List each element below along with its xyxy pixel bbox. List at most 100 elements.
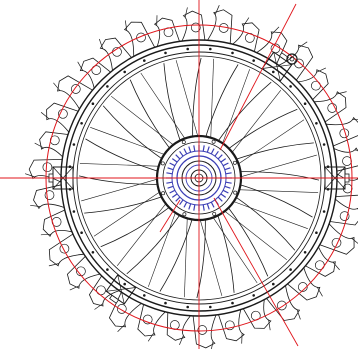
spoke-brace	[230, 90, 282, 155]
tread-edge	[48, 263, 60, 267]
tread-lug	[305, 246, 336, 277]
spoke-brace	[140, 72, 187, 141]
tread-cell	[294, 58, 304, 69]
lifting-eye	[286, 53, 298, 65]
hub-tooth	[175, 196, 181, 202]
tread-edge	[336, 91, 347, 95]
hub-tooth	[222, 162, 229, 167]
spoke-brace	[184, 216, 188, 298]
tread-lug	[33, 184, 65, 210]
tread-cell	[136, 32, 146, 43]
hub-tooth	[206, 203, 210, 210]
rim-bolt	[91, 251, 95, 254]
spoke	[129, 79, 172, 150]
tread-edge	[24, 173, 36, 178]
hub-tooth	[220, 193, 227, 198]
rim-bolt	[272, 70, 275, 74]
tread-lug	[28, 159, 63, 183]
hub-tooth	[224, 167, 231, 171]
rim-bolt	[289, 268, 292, 271]
tread-lug	[287, 267, 321, 301]
rim-bolt	[80, 231, 83, 234]
hub-tooth	[188, 146, 192, 153]
hub-bolt	[211, 139, 216, 144]
diagonal-centerline	[159, 199, 181, 233]
hub-tooth	[225, 181, 232, 184]
tread-lug	[313, 91, 347, 123]
rim-lugs	[24, 5, 358, 349]
hub-bolt	[182, 212, 187, 217]
tread-lug	[207, 9, 233, 44]
tread-cell	[91, 65, 102, 75]
spoke	[85, 138, 160, 173]
spoke-brace	[116, 201, 168, 266]
spoke	[126, 213, 182, 275]
tread-cell	[342, 156, 352, 166]
tread-lug	[192, 314, 217, 349]
spokes	[78, 57, 320, 299]
tread-lug	[79, 57, 111, 89]
diagonal-centerline	[213, 197, 299, 347]
diagonal-centerline	[219, 3, 297, 151]
tread-lug	[166, 312, 191, 341]
spoke-brace	[221, 69, 250, 146]
tread-lug	[137, 304, 166, 337]
bracket-brace	[117, 274, 125, 304]
hub-bolt	[233, 190, 238, 195]
hub-bolt	[161, 191, 166, 196]
tread-edge	[184, 7, 188, 18]
tread-edge	[354, 149, 358, 151]
spoke-brace	[222, 209, 287, 261]
tread-lug	[329, 198, 358, 226]
tread-edge	[69, 285, 80, 291]
tread-lug	[88, 275, 120, 307]
tread-cell	[42, 162, 53, 173]
hub-tooth	[206, 146, 210, 153]
hub-bolt	[181, 140, 186, 145]
tread-edge	[40, 112, 50, 120]
hub-tooth	[210, 201, 215, 208]
tread-cell	[190, 22, 201, 33]
spoke-brace	[81, 178, 160, 202]
hub-tooth	[214, 150, 219, 157]
rim-bolt	[106, 268, 109, 271]
hub-tooth	[193, 145, 196, 152]
spoke-brace	[79, 163, 161, 167]
tread-cell	[96, 285, 106, 296]
hub-tooth	[222, 189, 229, 194]
hub-bolt	[212, 211, 217, 216]
rim-bolt	[186, 305, 189, 309]
tread-edge	[124, 20, 128, 31]
tread-lug	[278, 44, 314, 81]
tread-lug	[218, 309, 245, 342]
tread-cell	[339, 211, 350, 221]
tread-lug	[48, 233, 85, 267]
tread-lug	[326, 116, 358, 147]
hub-tooth	[202, 204, 205, 211]
tread-lug	[181, 10, 206, 42]
spoke-brace	[236, 119, 305, 166]
spoke	[192, 57, 202, 139]
tread-edge	[298, 41, 308, 48]
spoke	[234, 142, 314, 161]
hub-tooth	[193, 204, 196, 211]
hub-bolt	[232, 160, 237, 165]
tread-edge	[98, 38, 104, 50]
tread-edge	[316, 67, 327, 73]
hub-tooth	[220, 158, 227, 163]
spoke-brace	[237, 189, 319, 193]
rim-bolt	[143, 294, 146, 297]
hub-tooth	[171, 158, 178, 163]
rim-bolt	[80, 122, 83, 125]
hub-tooth	[166, 172, 173, 175]
spoke-brace	[93, 190, 162, 237]
hub-tooth	[166, 181, 173, 184]
spoke-brace	[238, 154, 317, 178]
tread-cell	[224, 320, 235, 331]
rim-bolt	[272, 282, 275, 286]
tread-edge	[34, 142, 45, 149]
tread-edge	[214, 5, 220, 15]
rim-bolt	[123, 282, 126, 286]
